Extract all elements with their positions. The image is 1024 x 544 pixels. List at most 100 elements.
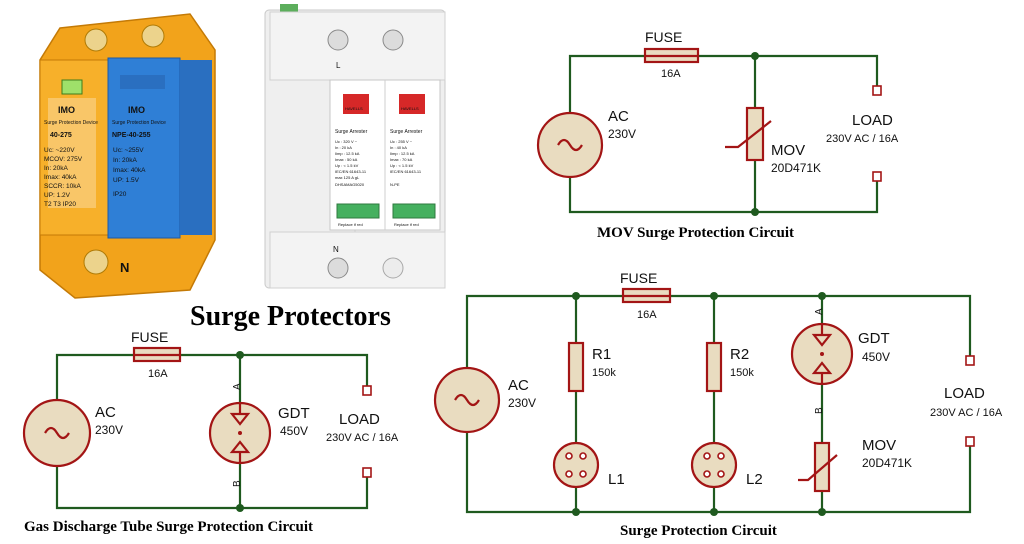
gdt-load-rating: 230V AC / 16A <box>326 432 399 444</box>
havells-right-spec: Iimp : 12.5 kA <box>390 151 415 156</box>
imo-left-spec: T2 T3 IP20 <box>44 201 76 208</box>
mov-label: MOV <box>771 142 805 159</box>
resistor-r2-symbol <box>705 341 723 393</box>
gdt-junction-dot <box>236 504 244 512</box>
full-junction-dot <box>710 508 718 516</box>
imo-terminal-label: N <box>120 260 129 275</box>
havells-left-specs: Uc : 320 V ~ In : 20 kA Iimp : 12.5 kA I… <box>335 139 367 187</box>
load-terminal-top <box>872 85 882 96</box>
imo-left-model: 40-275 <box>50 132 72 139</box>
lamp-l2-symbol <box>690 441 738 489</box>
full-load-label: LOAD <box>944 385 985 402</box>
r2-label: R2 <box>730 346 749 363</box>
full-gdt-voltage: 450V <box>862 350 890 364</box>
havells-right-spec: IEC/EN 61643-11 <box>390 169 422 174</box>
imo-right-spec: In: 20kA <box>113 157 138 164</box>
havells-left-spec: max 125 A gL <box>335 175 360 180</box>
l2-label: L2 <box>746 471 763 488</box>
havells-right-title: Surge Arrester <box>390 129 423 135</box>
gdt-circuit-title: Gas Discharge Tube Surge Protection Circ… <box>24 519 313 535</box>
imo-left-spec: MCOV: 275V <box>44 156 83 163</box>
gdt-source-voltage: 230V <box>95 423 123 437</box>
full-gdt-pin-a: A <box>814 308 825 315</box>
havells-left-spec: DHSAMAG5020 <box>335 182 365 187</box>
imo-right-spec: UP: 1.5V <box>113 177 140 184</box>
imo-left-spec: Uc: ~220V <box>44 147 75 154</box>
gdt-load-label: LOAD <box>339 411 380 428</box>
load-terminal-bottom <box>872 171 882 182</box>
imo-left-spec: UP: 1.2V <box>44 192 71 199</box>
full-junction-dot <box>818 292 826 300</box>
mov-source-label: AC <box>608 108 629 125</box>
havells-left-spec: Up : < 1.5 kV <box>335 163 359 168</box>
mov-junction-dot <box>751 208 759 216</box>
r2-value: 150k <box>730 367 754 379</box>
imo-left-device: Surge Protection Device <box>44 120 98 126</box>
gdt-fuse-rating: 16A <box>148 368 168 380</box>
full-fuse-rating: 16A <box>637 309 657 321</box>
full-surge-protection-circuit: FUSE 16A AC 230V R1 150k R2 150k L1 L2 A… <box>433 270 1003 539</box>
gdt-pin-a: A <box>232 383 243 390</box>
havells-logo-left: HAVELLS <box>345 106 363 111</box>
imo-left-specs: Uc: ~220V MCOV: 275V In: 20kA Imax: 40kA… <box>44 147 83 208</box>
mov-load-rating: 230V AC / 16A <box>826 133 899 145</box>
havells-left-spec: Uc : 320 V ~ <box>335 139 358 144</box>
full-load-rating: 230V AC / 16A <box>930 407 1003 419</box>
r1-value: 150k <box>592 367 616 379</box>
havells-right-spec: Up : < 1.5 kV <box>390 163 414 168</box>
havells-logo-right: HAVELLS <box>401 106 419 111</box>
imo-right-spec: Uc: ~255V <box>113 147 144 154</box>
full-gdt-pin-b: B <box>814 407 825 414</box>
l1-label: L1 <box>608 471 625 488</box>
mov-load-label: LOAD <box>852 112 893 129</box>
full-mov-part: 20D471K <box>862 456 912 470</box>
imo-left-brand: IMO <box>58 105 75 115</box>
havells-terminal-n: N <box>333 245 339 254</box>
lamp-l1-symbol <box>552 441 600 489</box>
load-terminal-top <box>362 385 372 396</box>
page-heading: Surge Protectors <box>190 301 391 332</box>
mov-part-number: 20D471K <box>771 161 821 175</box>
resistor-r1-symbol <box>567 341 585 393</box>
havells-replace-left: Replace if red <box>338 222 363 227</box>
imo-right-brand: IMO <box>128 105 145 115</box>
mov-circuit-title: MOV Surge Protection Circuit <box>597 225 794 241</box>
full-fuse-label: FUSE <box>620 270 657 286</box>
r1-label: R1 <box>592 346 611 363</box>
mov-junction-dot <box>751 52 759 60</box>
havells-right-spec: Imax : 70 kA <box>390 157 413 162</box>
havells-left-spec: Iimp : 12.5 kA <box>335 151 360 156</box>
full-gdt-label: GDT <box>858 330 890 347</box>
imo-right-device: Surge Protection Device <box>112 120 166 126</box>
full-junction-dot <box>710 292 718 300</box>
mov-surge-protection-circuit: FUSE 16A AC 230V MOV 20D471K LOAD 230V A… <box>536 29 899 241</box>
full-junction-dot <box>572 508 580 516</box>
imo-surge-protector-photo: IMO Surge Protection Device 40-275 Uc: ~… <box>39 13 216 299</box>
full-junction-dot <box>818 508 826 516</box>
mov-fuse-rating: 16A <box>661 68 681 80</box>
havells-left-title: Surge Arrester <box>335 129 368 135</box>
full-source-label: AC <box>508 377 529 394</box>
load-terminal-bottom <box>362 467 372 478</box>
full-circuit-title: Surge Protection Circuit <box>620 523 777 539</box>
imo-right-spec: Imax: 40kA <box>113 167 146 174</box>
havells-left-spec: IEC/EN 61643-11 <box>335 169 367 174</box>
imo-right-specs: Uc: ~255V In: 20kA Imax: 40kA UP: 1.5V I… <box>113 147 146 198</box>
imo-left-spec: Imax: 40kA <box>44 174 77 181</box>
gdt-source-label: AC <box>95 404 116 421</box>
havells-replace-right: Replace if red <box>394 222 419 227</box>
havells-left-spec: Imax : 50 kA <box>335 157 358 162</box>
load-terminal-top <box>965 355 975 366</box>
mov-source-voltage: 230V <box>608 127 636 141</box>
imo-left-spec: In: 20kA <box>44 165 69 172</box>
full-source-voltage: 230V <box>508 396 536 410</box>
mov-fuse-label: FUSE <box>645 29 682 45</box>
gdt-label: GDT <box>278 405 310 422</box>
full-junction-dot <box>572 292 580 300</box>
havells-right-spec: Uc : 255 V ~ <box>390 139 413 144</box>
havells-left-spec: In : 20 kA <box>335 145 352 150</box>
havells-terminal-l: L <box>336 61 341 70</box>
load-terminal-bottom <box>965 436 975 447</box>
